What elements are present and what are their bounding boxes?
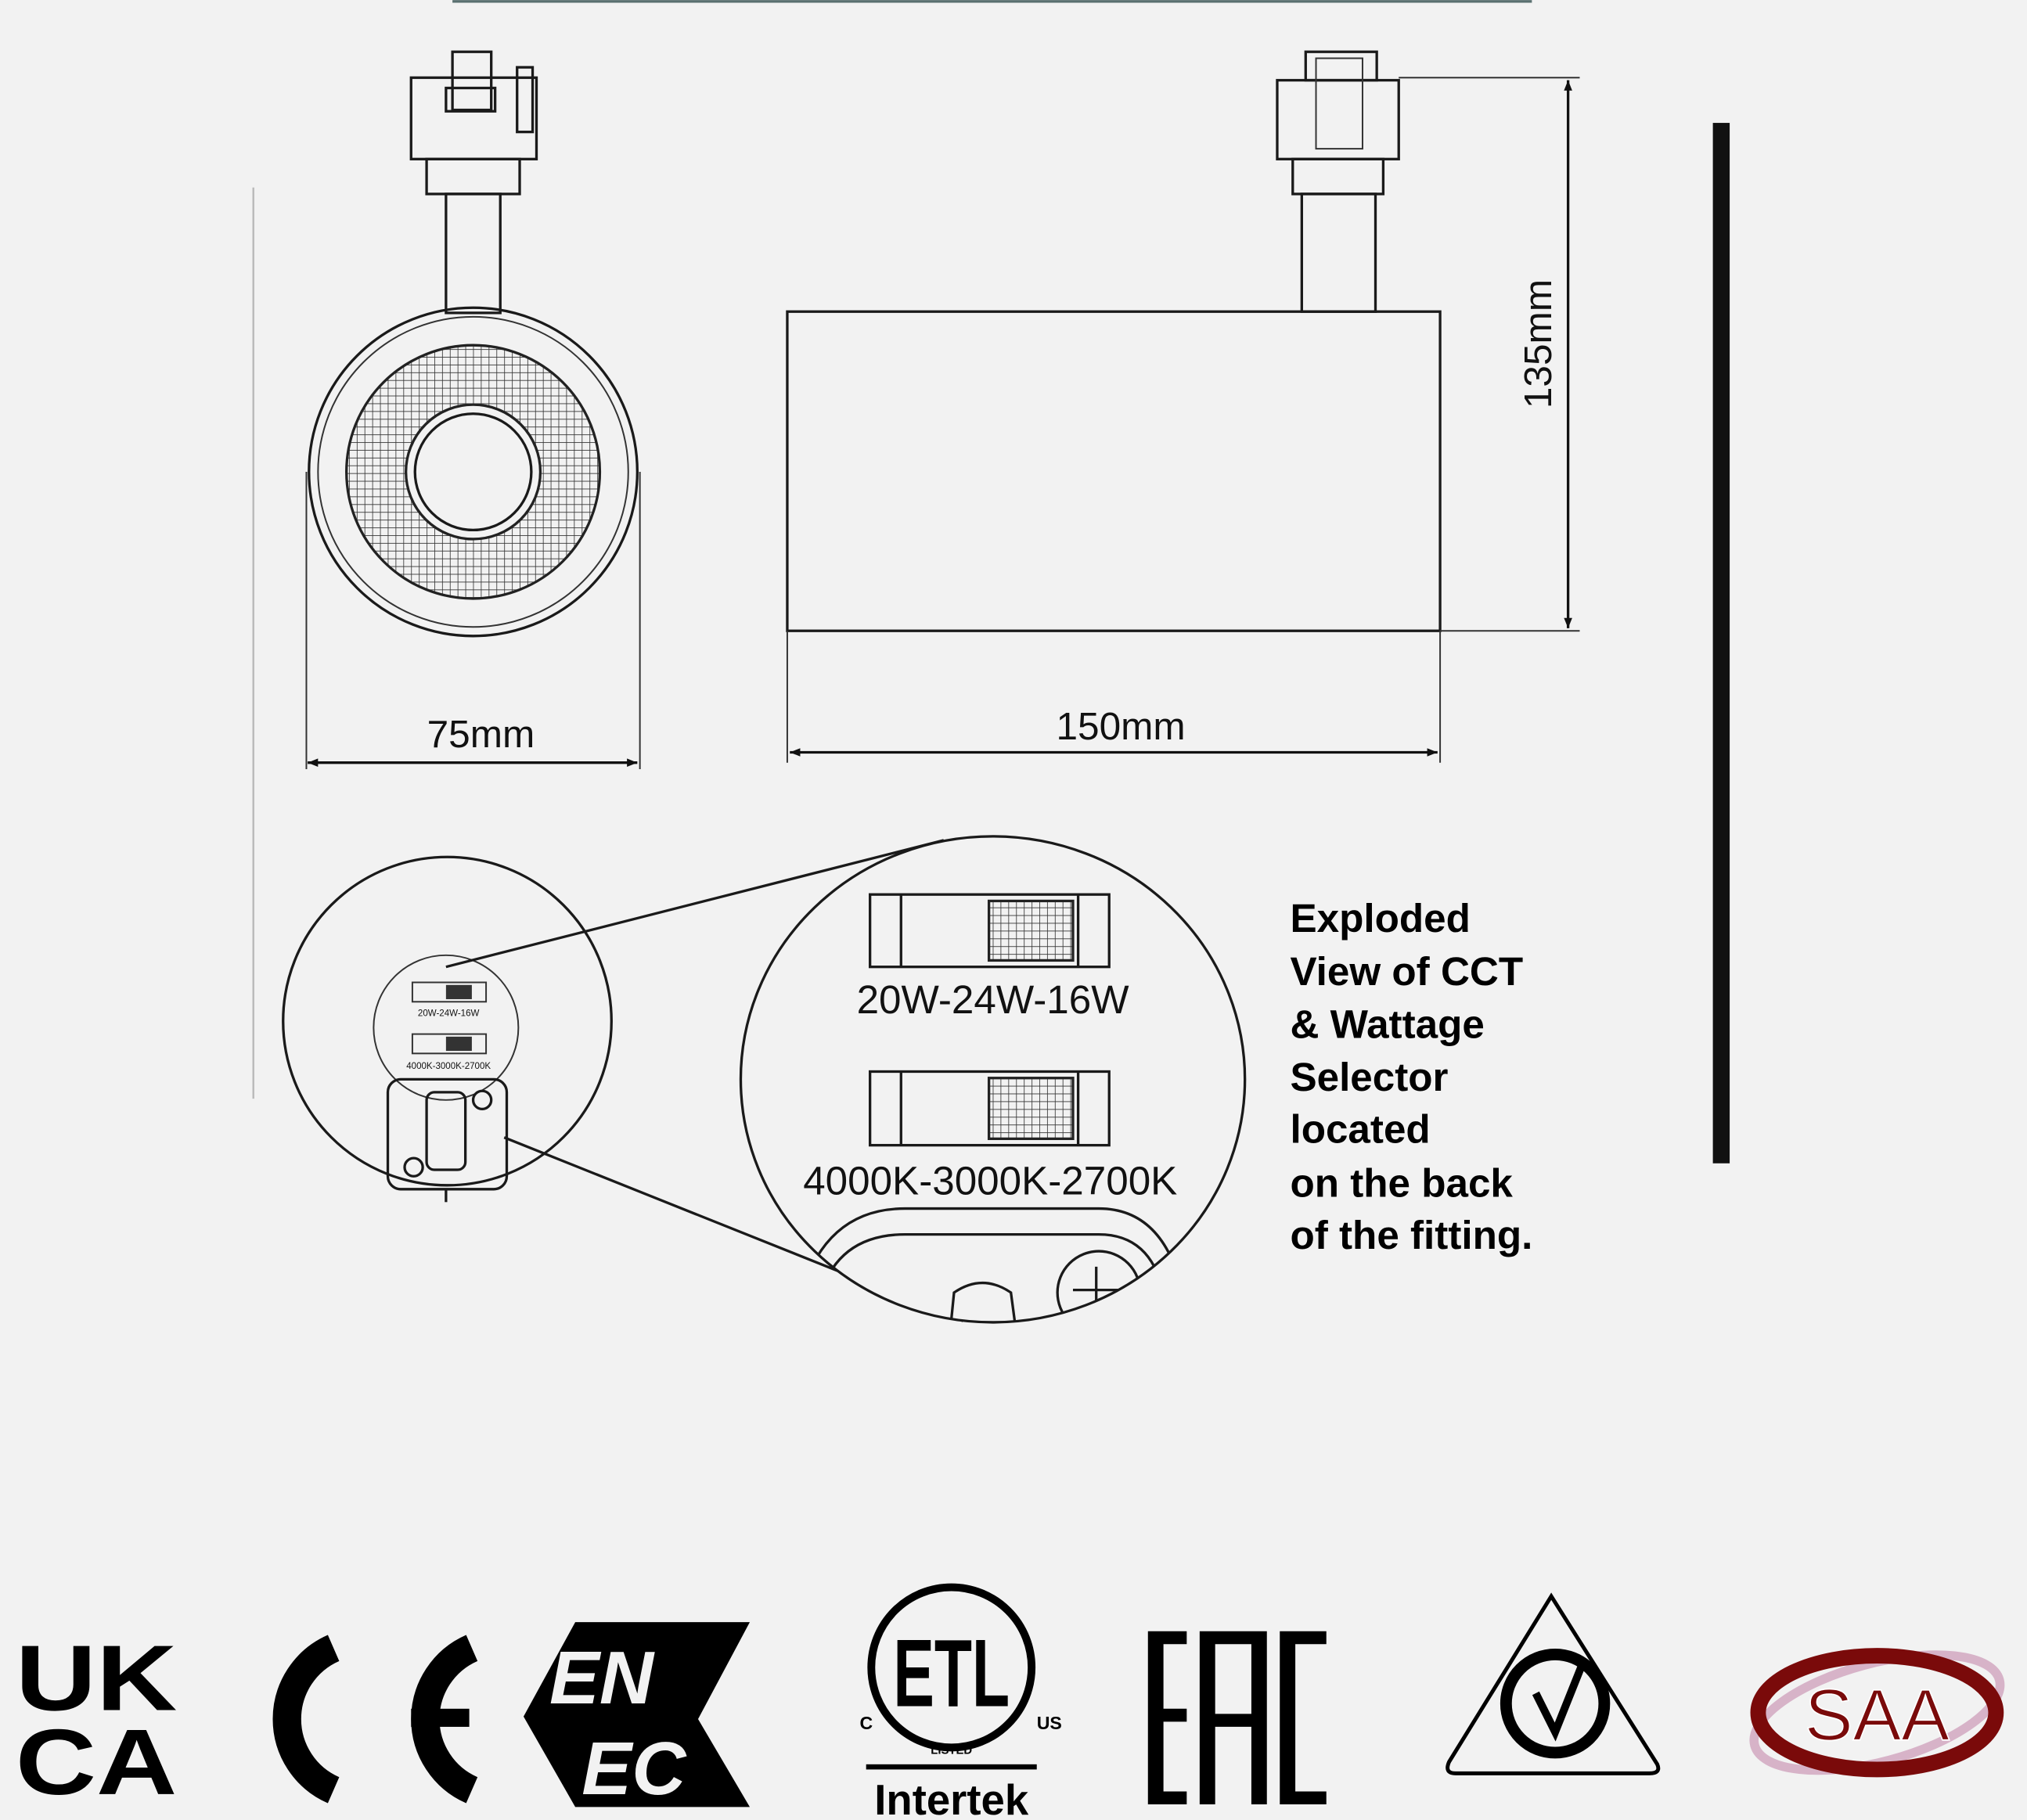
svg-text:US: US xyxy=(1037,1713,1062,1733)
width-dimension-label: 75mm xyxy=(427,712,535,756)
saa-logo: SAA xyxy=(1749,1648,2005,1778)
note-line: located xyxy=(1290,1106,1430,1151)
height-dimension-label: 135mm xyxy=(1516,279,1560,408)
note-line: on the back xyxy=(1290,1161,1513,1206)
svg-text:Intertek: Intertek xyxy=(874,1776,1029,1820)
cct-selector-label: 4000K-3000K-2700K xyxy=(803,1158,1177,1203)
note-line: of the fitting. xyxy=(1290,1213,1532,1257)
note-line: Exploded xyxy=(1290,896,1470,941)
etl-logo: ETL C US LISTED Intertek xyxy=(859,1583,1062,1820)
svg-text:EC: EC xyxy=(581,1727,687,1811)
side-view xyxy=(786,50,1580,763)
svg-text:SAA: SAA xyxy=(1805,1674,1950,1755)
ukca-logo: UK CA xyxy=(16,1626,177,1814)
note-line: View of CCT xyxy=(1290,949,1523,994)
note-line: & Wattage xyxy=(1290,1002,1484,1047)
front-view xyxy=(305,50,641,769)
rcm-logo xyxy=(1446,1592,1661,1775)
note-line: Selector xyxy=(1290,1055,1448,1099)
callout-line-top xyxy=(445,839,945,969)
wattage-selector-label: 20W-24W-16W xyxy=(857,977,1130,1022)
selector-note: Exploded View of CCT & Wattage Selector … xyxy=(1290,896,1532,1257)
exploded-view: 20W-24W-16W 4000K-3000K-2700K xyxy=(739,835,1247,1324)
svg-text:LISTED: LISTED xyxy=(931,1745,972,1757)
eac-logo xyxy=(1147,1631,1327,1805)
svg-text:C: C xyxy=(859,1713,873,1733)
back-wattage-label: 20W-24W-16W xyxy=(418,1009,480,1018)
enec-logo: EN EC xyxy=(523,1622,751,1811)
back-cct-label: 4000K-3000K-2700K xyxy=(406,1062,491,1071)
back-view: 20W-24W-16W 4000K-3000K-2700K xyxy=(282,855,613,1203)
svg-text:EN: EN xyxy=(549,1636,655,1720)
right-border-bar xyxy=(1712,123,1730,1164)
cct-switch[interactable] xyxy=(869,1070,1111,1147)
wattage-switch[interactable] xyxy=(869,893,1111,969)
length-dimension-label: 150mm xyxy=(1056,704,1185,748)
svg-text:UK: UK xyxy=(16,1626,177,1730)
svg-text:ETL: ETL xyxy=(893,1620,1010,1727)
ce-logo xyxy=(272,1635,478,1804)
svg-text:CA: CA xyxy=(16,1710,177,1815)
